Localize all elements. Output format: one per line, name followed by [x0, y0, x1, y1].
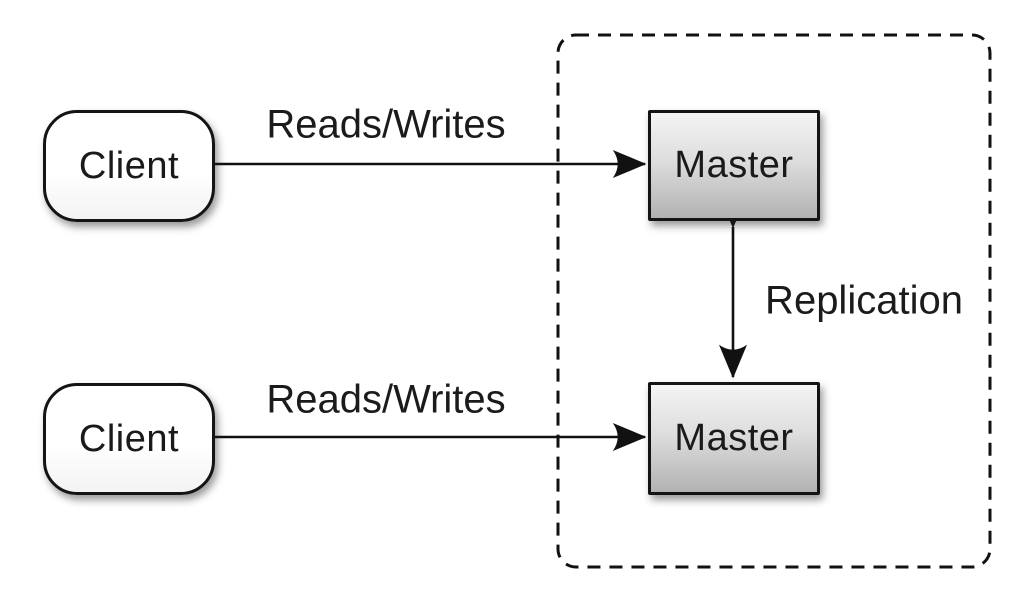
node-client-1: Client: [43, 110, 215, 222]
replication-group-dashed-border: [556, 33, 992, 569]
node-client-1-label: Client: [78, 144, 180, 187]
node-master-2-label: Master: [674, 417, 794, 459]
node-master-1-label: Master: [674, 144, 794, 186]
node-client-2: Client: [43, 383, 215, 495]
edge-label-reads-writes-top: Reads/Writes: [266, 102, 506, 147]
node-client-2-label: Client: [78, 417, 180, 460]
node-master-2: Master: [648, 382, 820, 495]
edge-label-replication: Replication: [765, 278, 963, 323]
edge-label-reads-writes-bottom: Reads/Writes: [266, 377, 506, 422]
node-master-1: Master: [648, 110, 820, 221]
